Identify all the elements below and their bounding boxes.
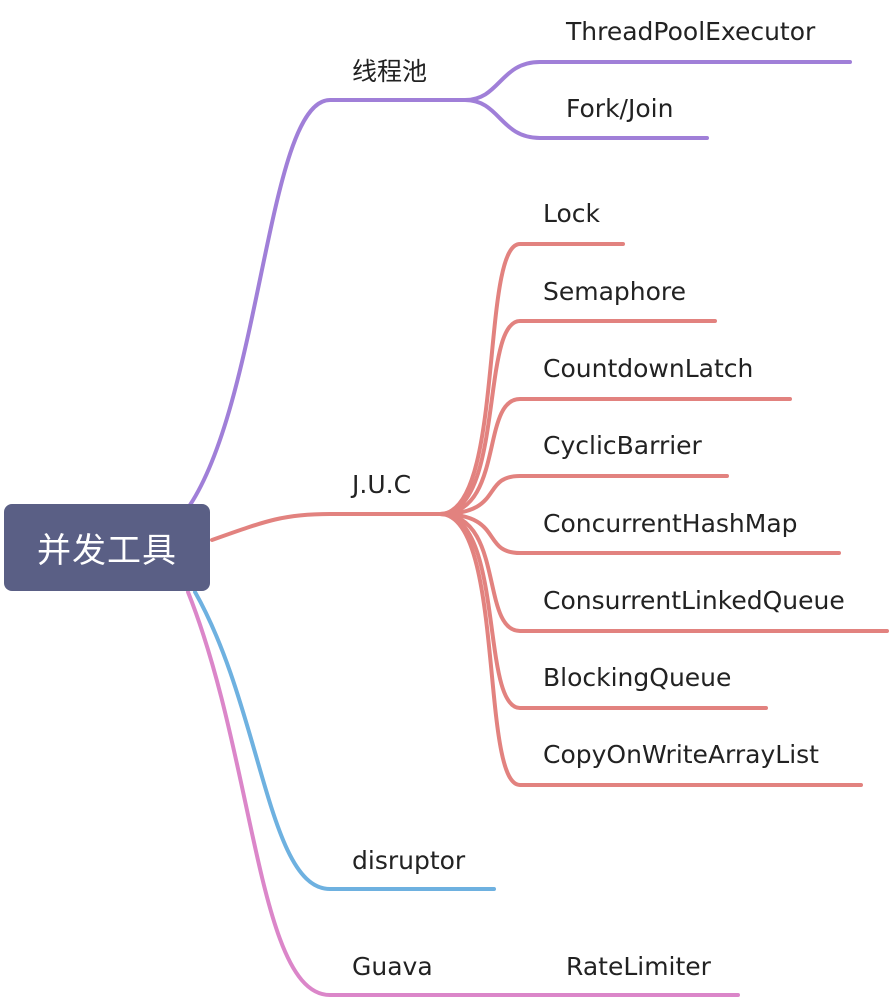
edge-root-disruptor <box>193 590 496 891</box>
edge-consurrentlinkedqueue <box>438 512 889 633</box>
leaf-countdownlatch[interactable]: CountdownLatch <box>543 354 754 383</box>
leaf-ratelimiter[interactable]: RateLimiter <box>566 952 711 981</box>
leaf-copyonwritearraylist[interactable]: CopyOnWriteArrayList <box>543 740 819 769</box>
branch-label-thread-pool[interactable]: 线程池 <box>352 57 428 86</box>
leaf-consurrentlinkedqueue[interactable]: ConsurrentLinkedQueue <box>543 586 845 615</box>
root-label: 并发工具 <box>37 531 177 571</box>
leaf-fork-join[interactable]: Fork/Join <box>566 94 674 123</box>
branch-label-disruptor[interactable]: disruptor <box>352 846 466 875</box>
branch-label-guava[interactable]: Guava <box>352 952 433 981</box>
edge-blockingqueue <box>438 512 768 710</box>
edge-fork-join <box>463 98 709 140</box>
edge-cyclicbarrier <box>438 474 729 516</box>
edge-countdownlatch <box>438 397 792 516</box>
root-node[interactable]: 并发工具 <box>4 504 210 591</box>
leaf-concurrenthashmap[interactable]: ConcurrentHashMap <box>543 509 798 538</box>
edge-root-thread-pool <box>188 98 467 507</box>
leaf-semaphore[interactable]: Semaphore <box>543 277 687 306</box>
edge-root-juc <box>210 512 442 542</box>
leaf-threadpoolexecutor[interactable]: ThreadPoolExecutor <box>566 17 816 46</box>
edge-lock <box>438 242 625 516</box>
leaf-cyclicbarrier[interactable]: CyclicBarrier <box>543 431 702 460</box>
edge-root-guava <box>186 590 740 997</box>
edge-concurrenthashmap <box>438 512 841 555</box>
edge-copyonwritearraylist <box>438 512 863 787</box>
edge-semaphore <box>438 319 717 516</box>
leaf-blockingqueue[interactable]: BlockingQueue <box>543 663 732 692</box>
leaf-lock[interactable]: Lock <box>543 199 601 228</box>
edge-threadpoolexecutor <box>463 60 852 102</box>
branch-label-juc[interactable]: J.U.C <box>352 470 412 499</box>
